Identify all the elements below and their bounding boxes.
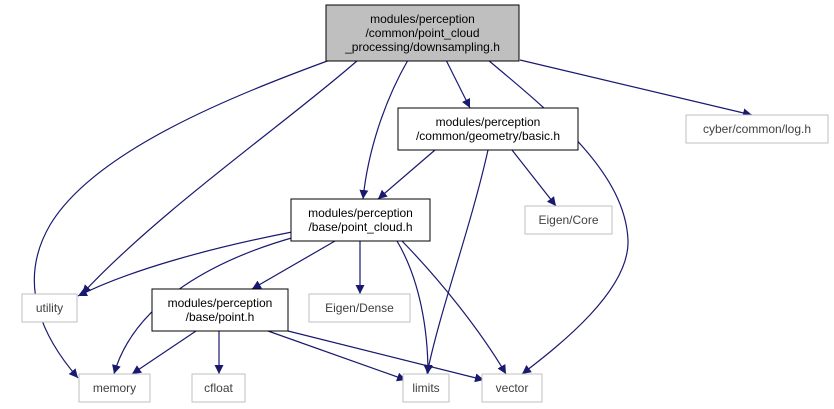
node-box bbox=[524, 205, 613, 235]
edge-geometry-basic-to-limits bbox=[424, 149, 489, 375]
edge-root-to-cyber-log bbox=[519, 59, 753, 118]
node-label-line: /base/point.h bbox=[186, 310, 255, 324]
node-label-line: memory bbox=[93, 381, 136, 395]
node-label-line: vector bbox=[496, 381, 529, 395]
edge-point-to-memory bbox=[131, 330, 197, 375]
node-box bbox=[397, 107, 579, 151]
edge-point-cloud-to-point bbox=[251, 240, 336, 290]
node-limits: limits bbox=[402, 373, 450, 403]
node-label-line: Eigen/Dense bbox=[325, 301, 394, 315]
node-label-line: cyber/common/log.h bbox=[703, 122, 811, 136]
edge-root-to-point-cloud bbox=[359, 59, 409, 200]
node-cyber-log: cyber/common/log.h bbox=[685, 114, 829, 144]
edge-root-to-utility bbox=[81, 59, 359, 295]
node-label-line: modules/perception bbox=[370, 12, 475, 26]
node-memory: memory bbox=[78, 373, 151, 403]
edge-root-to-memory bbox=[33, 59, 331, 379]
node-box bbox=[151, 288, 289, 332]
edge-point-to-limits bbox=[267, 330, 407, 382]
edge-point-to-vector bbox=[287, 330, 485, 383]
node-label-line: _processing/downsampling.h bbox=[344, 40, 500, 54]
edge-point-cloud-to-utility bbox=[77, 231, 293, 297]
edge-geometry-basic-to-eigen-core bbox=[511, 149, 557, 207]
node-box bbox=[481, 373, 543, 403]
edge-root-to-geometry-basic bbox=[445, 59, 471, 109]
edge-geometry-basic-to-point-cloud bbox=[377, 149, 436, 200]
node-label-line: /common/point_cloud bbox=[365, 26, 479, 40]
node-point-cloud[interactable]: modules/perception/base/point_cloud.h bbox=[290, 198, 431, 242]
node-box bbox=[290, 198, 431, 242]
node-box bbox=[685, 114, 829, 144]
dependency-edges bbox=[33, 59, 753, 383]
node-label-line: Eigen/Core bbox=[538, 213, 598, 227]
node-label-line: modules/perception bbox=[436, 115, 541, 129]
node-root[interactable]: modules/perception/common/point_cloud_pr… bbox=[325, 4, 520, 62]
node-label-line: modules/perception bbox=[168, 296, 273, 310]
edge-point-cloud-to-vector bbox=[401, 240, 507, 375]
node-label-line: /common/geometry/basic.h bbox=[416, 129, 560, 143]
node-box bbox=[325, 4, 520, 62]
node-box bbox=[402, 373, 450, 403]
node-box bbox=[21, 293, 78, 323]
node-label-line: modules/perception bbox=[308, 206, 413, 220]
node-box bbox=[191, 373, 246, 403]
node-label-line: utility bbox=[36, 301, 63, 315]
node-label-line: limits bbox=[412, 381, 439, 395]
dependency-nodes: modules/perception/common/point_cloud_pr… bbox=[21, 4, 829, 403]
node-point[interactable]: modules/perception/base/point.h bbox=[151, 288, 289, 332]
edge-point-cloud-to-limits bbox=[396, 240, 433, 375]
edge-point-cloud-to-memory bbox=[112, 236, 296, 375]
node-geometry-basic[interactable]: modules/perception/common/geometry/basic… bbox=[397, 107, 579, 151]
node-box bbox=[308, 293, 411, 323]
node-vector: vector bbox=[481, 373, 543, 403]
node-label-line: cfloat bbox=[204, 381, 233, 395]
node-cfloat: cfloat bbox=[191, 373, 246, 403]
node-eigen-core: Eigen/Core bbox=[524, 205, 613, 235]
node-box bbox=[78, 373, 151, 403]
node-label-line: /base/point_cloud.h bbox=[308, 220, 412, 234]
node-utility: utility bbox=[21, 293, 78, 323]
node-eigen-dense: Eigen/Dense bbox=[308, 293, 411, 323]
